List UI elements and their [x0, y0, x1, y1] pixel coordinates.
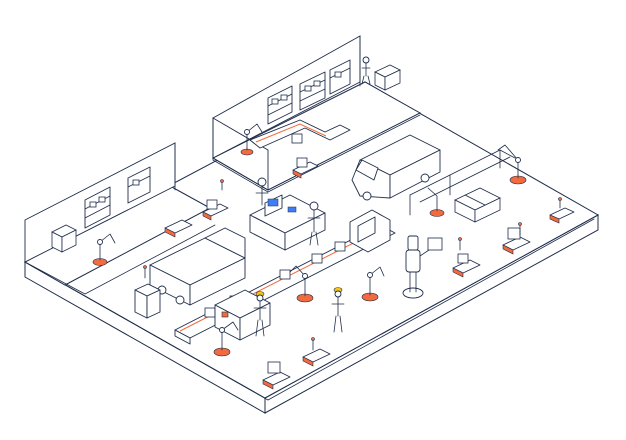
conveyor-top-room [249, 119, 351, 149]
robot-arm-line-2 [289, 265, 314, 303]
worker-hardhat-1 [253, 291, 267, 337]
signal-beacons [143, 179, 522, 351]
agv-right-2 [549, 197, 575, 224]
storage-rack-top-1 [267, 85, 293, 125]
humanoid-robot [402, 235, 443, 299]
storage-rack-top-2 [299, 71, 326, 111]
worker-top-room [361, 56, 371, 85]
agv-right-1 [502, 227, 531, 255]
storage-rack-top-3 [329, 59, 351, 95]
robot-arm-right [497, 144, 527, 185]
machine-enclosure [214, 289, 271, 341]
agv-left-room-2 [202, 199, 229, 221]
pallet-boxes-right [454, 187, 501, 223]
storage-rack-left-1 [84, 186, 111, 229]
delivery-van [351, 134, 441, 201]
agv-center-right [452, 253, 481, 278]
storage-rack-left-2 [127, 166, 151, 204]
agv-left-room [164, 219, 193, 238]
box-stack-top [374, 64, 401, 91]
delivery-truck [149, 227, 246, 306]
agv-bottom-2 [302, 348, 331, 367]
control-station [249, 177, 326, 251]
robot-arm-top-room [240, 123, 263, 156]
robot-arm-right-2 [427, 187, 445, 217]
agv-top-room [292, 157, 319, 179]
box-stack-left [51, 224, 77, 253]
robot-arm-line-1 [213, 321, 239, 357]
kiosk-terminal [134, 283, 161, 319]
worker-hardhat-2 [331, 287, 345, 333]
agv-bottom [262, 361, 291, 390]
robot-arm-left-room [92, 233, 116, 266]
robot-arm-line-3 [361, 266, 385, 302]
